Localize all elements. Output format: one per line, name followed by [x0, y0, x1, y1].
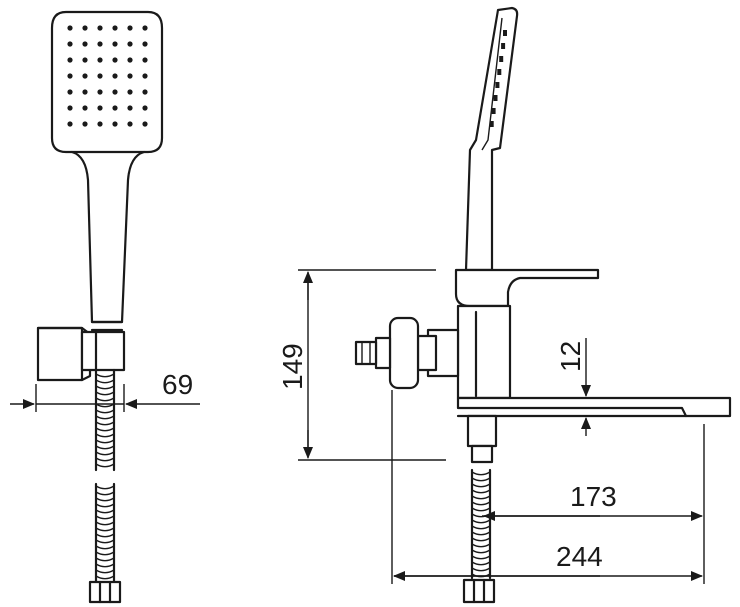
mixer-side-view	[354, 6, 732, 604]
nozzle-dot	[127, 41, 133, 47]
dimension-label-149: 149	[277, 343, 308, 390]
wall-bracket	[36, 326, 84, 382]
mixer-body	[456, 304, 512, 400]
dimension-244: 244	[393, 541, 703, 581]
dimension-69: 69	[10, 369, 200, 412]
nozzle-dot	[82, 41, 88, 47]
nozzle-dot	[67, 121, 73, 127]
nozzle-dot	[82, 25, 88, 31]
nozzle-dot	[142, 73, 148, 79]
nozzle-dot	[97, 121, 103, 127]
nozzle-dot	[112, 89, 118, 95]
nozzle-dot	[67, 25, 73, 31]
dimension-label-69: 69	[162, 369, 193, 400]
diverter-knob	[374, 336, 392, 370]
nozzle-dot	[142, 121, 148, 127]
nozzle-dot	[112, 121, 118, 127]
hose-nut-side	[462, 578, 496, 604]
dimension-label-173: 173	[570, 481, 617, 512]
nozzle-dot	[82, 121, 88, 127]
nozzle-dot	[97, 41, 103, 47]
nozzle-dot	[82, 73, 88, 79]
nozzle-dot	[112, 25, 118, 31]
nozzle-dot	[127, 57, 133, 63]
bottom-outlet	[466, 414, 498, 448]
dimension-173: 173	[482, 481, 703, 521]
dimension-label-244: 244	[556, 541, 603, 572]
nozzle-grid	[67, 25, 148, 127]
spout	[456, 396, 732, 418]
dimension-label-12: 12	[555, 341, 586, 372]
wall-flange	[388, 316, 420, 390]
nozzle-dot	[67, 41, 73, 47]
nozzle-dot	[67, 105, 73, 111]
hose-nut	[88, 580, 122, 604]
nozzle-dot	[142, 25, 148, 31]
nozzle-dot	[82, 105, 88, 111]
hose-side-upper	[470, 468, 492, 580]
nozzle-dot	[67, 57, 73, 63]
nozzle-dot	[82, 57, 88, 63]
side-nozzles	[489, 30, 507, 127]
nozzle-dot	[112, 73, 118, 79]
nozzle-dot	[97, 89, 103, 95]
nozzle-dot	[142, 105, 148, 111]
nozzle-dot	[127, 121, 133, 127]
nozzle-dot	[97, 105, 103, 111]
nozzle-dot	[112, 41, 118, 47]
nozzle-dot	[82, 89, 88, 95]
dimension-149: 149	[277, 269, 446, 461]
nozzle-dot	[127, 73, 133, 79]
nozzle-dot	[112, 105, 118, 111]
nozzle-dot	[142, 89, 148, 95]
nozzle-dot	[142, 41, 148, 47]
nozzle-dot	[67, 89, 73, 95]
hand-shower-side	[464, 6, 519, 272]
nozzle-dot	[67, 73, 73, 79]
dimension-12: 12	[555, 338, 591, 436]
hose-lower	[94, 482, 116, 584]
nozzle-dot	[127, 89, 133, 95]
nozzle-dot	[127, 105, 133, 111]
nozzle-dot	[97, 25, 103, 31]
hose-upper	[94, 368, 116, 472]
shower-head-outline	[50, 10, 164, 154]
handle-outline	[70, 150, 146, 324]
hand-shower-front-view	[36, 10, 164, 604]
nozzle-dot	[127, 25, 133, 31]
lever-handle	[454, 268, 600, 308]
nozzle-dot	[97, 57, 103, 63]
bracket-holder	[80, 330, 126, 372]
nozzle-dot	[142, 57, 148, 63]
nozzle-dot	[112, 57, 118, 63]
nozzle-dot	[97, 73, 103, 79]
